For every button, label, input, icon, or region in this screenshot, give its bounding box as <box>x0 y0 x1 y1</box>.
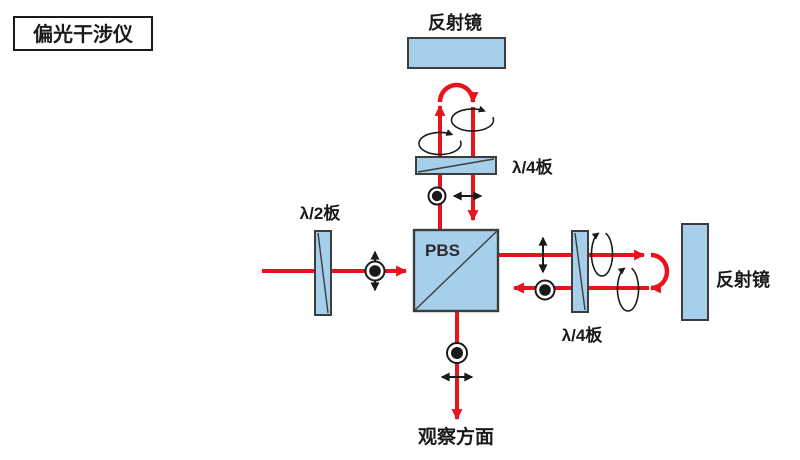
top-mirror <box>407 37 506 69</box>
top-quarter-wave-plate <box>415 156 497 175</box>
circular-polarization-icon <box>590 232 614 277</box>
pbs-diagonal-line <box>414 230 498 311</box>
pbs-label: PBS <box>425 241 460 260</box>
circular-polarization-icon <box>418 129 462 156</box>
right-quarter-wave-plate-label: λ/4板 <box>562 325 604 345</box>
top-quarter-wave-plate-label: λ/4板 <box>512 157 554 177</box>
out-of-plane-dot-icon <box>534 279 556 301</box>
title-text: 偏光干涉仪 <box>33 22 134 46</box>
half-wave-plate-label: λ/2板 <box>300 203 342 223</box>
top-mirror-uturn-arrow <box>437 82 479 104</box>
out-of-plane-dot-icon <box>446 342 468 364</box>
circular-polarization-icon <box>450 105 495 132</box>
title-box <box>13 16 153 51</box>
out-of-plane-dot-icon <box>427 186 447 206</box>
right-quarter-wave-plate <box>571 230 589 313</box>
right-mirror-label: 反射镜 <box>716 269 770 290</box>
top-mirror-label: 反射镜 <box>428 12 482 33</box>
pbs-cube: PBS <box>412 228 500 313</box>
diagram-title: 偏光干涉仪 <box>13 16 153 51</box>
plate-axis-line <box>317 232 329 314</box>
right-mirror <box>681 223 709 321</box>
plate-axis-line <box>417 158 495 173</box>
out-of-plane-dot-icon <box>364 260 386 282</box>
half-wave-plate <box>314 230 332 316</box>
plate-axis-line <box>574 232 586 311</box>
observation-plane-label: 观察方面 <box>418 425 494 448</box>
right-mirror-uturn-arrow <box>649 252 670 294</box>
circular-polarization-icon <box>616 267 640 312</box>
